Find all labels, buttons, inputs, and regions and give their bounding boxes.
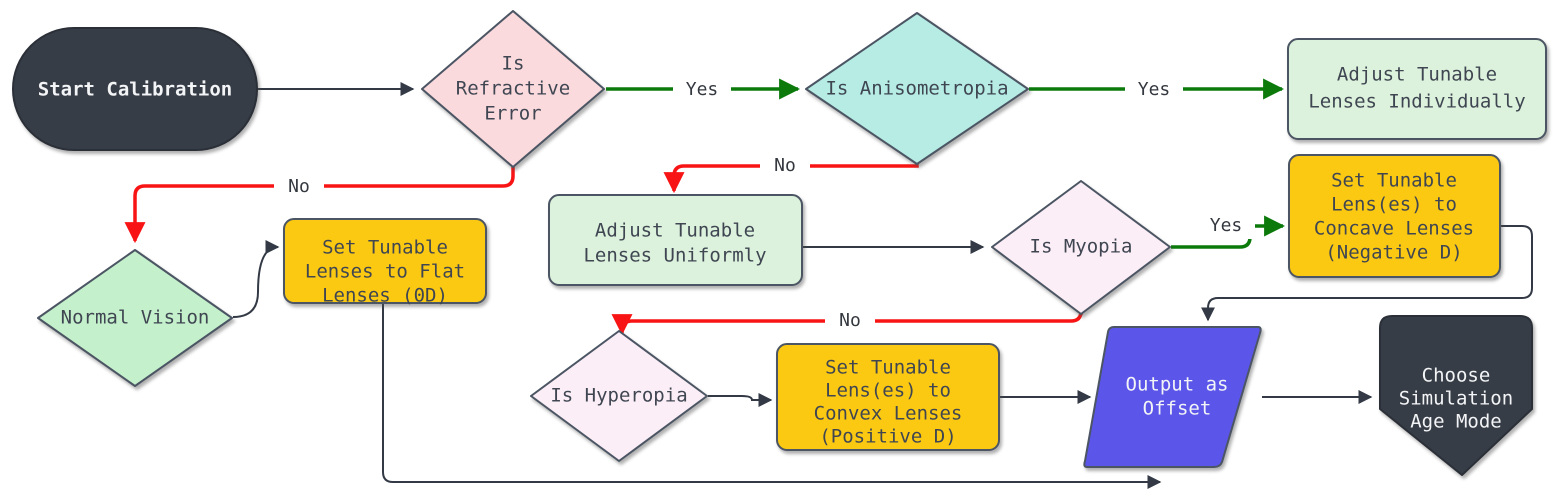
node-set-flat-lenses-label-line3: Lenses (0D) [322, 285, 448, 307]
edge-label-refractive-yes: Yes [686, 79, 719, 100]
node-adjust-uniformly[interactable]: Adjust Tunable Lenses Uniformly [548, 194, 803, 286]
node-is-refractive-error-label-line2: Refractive [456, 78, 570, 100]
node-normal-vision-label: Normal Vision [61, 307, 210, 329]
node-set-convex-label-line1: Set Tunable [825, 357, 951, 379]
edge-aniso-no [663, 163, 919, 194]
node-adjust-individually-label-line2: Lenses Individually [1308, 91, 1525, 113]
node-output-as-offset[interactable]: Output as Offset [1083, 326, 1262, 468]
node-is-myopia-label: Is Myopia [1030, 236, 1133, 258]
node-is-refractive-error-label-line3: Error [484, 103, 541, 125]
edge-label-bg-refractive-yes [673, 76, 731, 102]
node-is-hyperopia-label: Is Hyperopia [550, 385, 687, 407]
edge-label-bg-myopia-yes [1197, 213, 1255, 239]
node-is-refractive-error-label-line1: Is [502, 53, 525, 75]
node-set-concave-label-line3: Concave Lenses [1314, 218, 1474, 240]
node-set-concave-label-line1: Set Tunable [1331, 170, 1457, 192]
edge-normalvision-to-flat [232, 240, 280, 318]
edge-label-bg-myopia-no [825, 308, 875, 334]
edge-concave-to-output [1201, 225, 1533, 322]
node-choose-age-mode-label-line3: Age Mode [1410, 411, 1502, 433]
edge-hyperopia-to-convex [708, 393, 773, 407]
node-is-refractive-error[interactable]: Is Refractive Error [421, 10, 605, 168]
node-set-concave[interactable]: Set Tunable Lens(es) to Concave Lenses (… [1288, 154, 1501, 278]
node-set-convex-label-line4: (Positive D) [819, 426, 956, 448]
node-is-anisometropia[interactable]: Is Anisometropia [805, 12, 1029, 165]
node-output-as-offset-label-line2: Offset [1143, 398, 1212, 420]
edge-label-aniso-no: No [774, 155, 796, 176]
node-set-convex-label-line2: Lens(es) to [825, 380, 951, 402]
node-set-concave-label-line2: Lens(es) to [1331, 194, 1457, 216]
node-start-calibration-label: Start Calibration [38, 79, 232, 101]
node-choose-age-mode[interactable]: Choose Simulation Age Mode [1379, 315, 1533, 476]
edge-flat-to-output [382, 302, 1162, 489]
edge-label-bg-aniso-no [760, 153, 810, 179]
node-set-flat-lenses[interactable]: Set Tunable Lenses to Flat Lenses (0D) [283, 218, 487, 307]
node-set-convex[interactable]: Set Tunable Lens(es) to Convex Lenses (P… [776, 343, 1000, 451]
edge-label-myopia-no: No [839, 310, 861, 331]
node-is-hyperopia[interactable]: Is Hyperopia [530, 330, 708, 462]
node-adjust-individually[interactable]: Adjust Tunable Lenses Individually [1287, 38, 1547, 140]
node-choose-age-mode-label-line2: Simulation [1399, 388, 1513, 410]
node-set-concave-label-line4: (Negative D) [1325, 242, 1462, 264]
node-is-myopia[interactable]: Is Myopia [991, 180, 1171, 315]
edge-label-bg-refractive-no [274, 173, 324, 199]
edge-label-bg-aniso-yes [1125, 76, 1183, 102]
node-adjust-uniformly-label-line2: Lenses Uniformly [583, 245, 766, 267]
edge-label-myopia-yes: Yes [1210, 215, 1243, 236]
node-set-flat-lenses-label-line2: Lenses to Flat [305, 261, 465, 283]
node-adjust-individually-label-line1: Adjust Tunable [1337, 64, 1497, 86]
node-normal-vision[interactable]: Normal Vision [37, 249, 233, 387]
edge-label-refractive-no: No [288, 176, 310, 197]
node-start-calibration[interactable]: Start Calibration [12, 27, 258, 151]
node-is-anisometropia-label: Is Anisometropia [825, 78, 1008, 100]
node-set-flat-lenses-label-line1: Set Tunable [322, 237, 448, 259]
edge-label-aniso-yes: Yes [1138, 79, 1171, 100]
node-set-convex-label-line3: Convex Lenses [814, 403, 963, 425]
node-output-as-offset-label-line1: Output as [1126, 374, 1229, 396]
node-adjust-uniformly-label-line1: Adjust Tunable [595, 220, 755, 242]
node-choose-age-mode-label-line1: Choose [1422, 365, 1491, 387]
